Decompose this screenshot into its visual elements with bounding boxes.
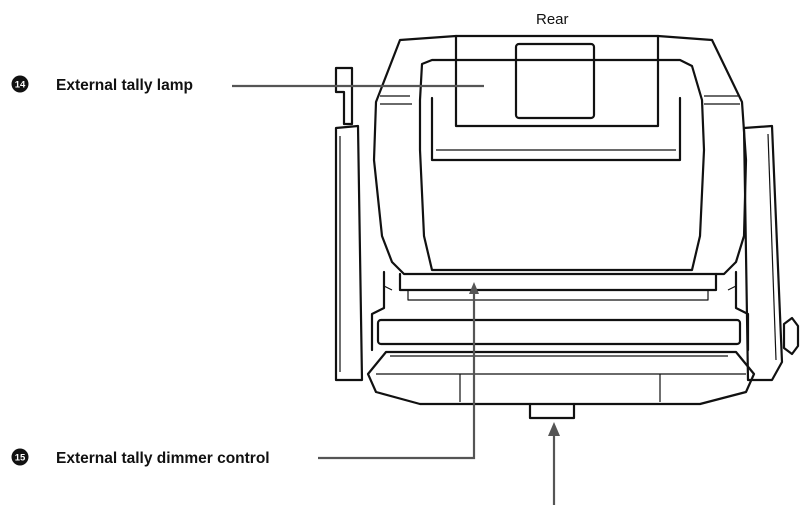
leader-line-dimmer-control (318, 290, 476, 460)
view-label-rear: Rear (536, 11, 569, 28)
callout-number-badge (11, 75, 29, 93)
callout-number-badge (11, 448, 29, 466)
camera-rear-illustration (334, 34, 800, 420)
callout-label-external-tally-dimmer-control: External tally dimmer control (56, 450, 270, 467)
pointer-arrow-bottom (548, 422, 560, 505)
callout-external-tally-lamp: 14 External tally lamp (11, 75, 484, 94)
leader-arrowhead (469, 282, 479, 294)
callout-number: 14 (15, 80, 26, 91)
callout-label-external-tally-lamp: External tally lamp (56, 77, 193, 94)
callout-number: 15 (15, 453, 26, 464)
callout-external-tally-dimmer-control: 15 External tally dimmer control (11, 282, 479, 467)
